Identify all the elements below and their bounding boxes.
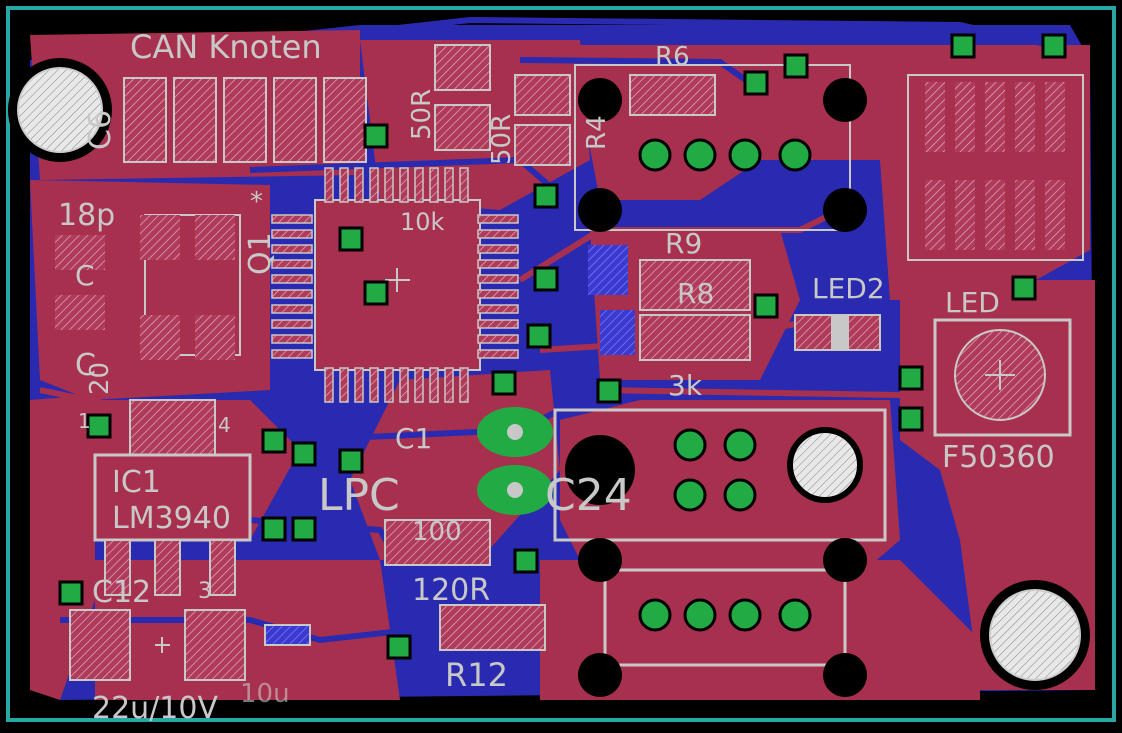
label-r50b: 50R: [487, 114, 517, 165]
label-c1: C1: [395, 422, 432, 455]
bottom-header-connector: [578, 538, 867, 697]
label-ic1: IC1: [112, 465, 161, 500]
label-120r: 120R: [412, 573, 490, 608]
label-lm3940: LM3940: [112, 501, 231, 536]
label-10u: 10u: [240, 679, 290, 709]
label-led: LED: [945, 286, 1000, 319]
smd-cap-row: [123, 77, 367, 163]
label-r8: R8: [677, 277, 714, 310]
resistor-r8-r9: [588, 245, 751, 361]
right-top-connector: [907, 74, 1084, 261]
label-c24: C24: [545, 470, 632, 521]
label-22u: 22u/10V: [92, 691, 218, 726]
label-3: 3: [198, 579, 212, 604]
mounting-hole-bottom-right: [980, 580, 1090, 690]
resistors-bottom: [384, 519, 546, 651]
led-round: [933, 318, 1072, 437]
label-100: 100: [412, 517, 462, 547]
th-pads: [638, 138, 812, 632]
board-title: CAN Knoten: [130, 28, 322, 66]
crystal-q1: [55, 214, 241, 360]
label-c-left-b: C: [75, 348, 96, 383]
label-c20: 20: [85, 362, 115, 395]
label-lpc: LPC: [318, 470, 400, 521]
top-header-connector: [574, 64, 867, 232]
led2: [794, 314, 881, 351]
label-3k: 3k: [668, 369, 703, 402]
silkscreen-labels: CAN Knoten C6 18p C C 20 Q1 * 50R 50R R6…: [58, 28, 1055, 726]
label-led2: LED2: [812, 272, 885, 305]
label-r4: R4: [582, 115, 612, 150]
label-r6: R6: [655, 42, 690, 72]
capacitor-c12: [69, 609, 311, 681]
label-q1: Q1: [243, 232, 278, 275]
label-r10k: 10k: [400, 208, 445, 236]
label-r12: R12: [445, 656, 508, 694]
vias: [58, 33, 1067, 660]
regulator-ic1: [93, 399, 252, 596]
label-c-left-a: C: [75, 259, 95, 292]
label-n4: 4: [218, 413, 231, 437]
label-n1: 1: [78, 409, 91, 433]
label-c12: C12: [92, 575, 151, 610]
mounting-hole-top-left: [8, 58, 112, 162]
board-outline: [6, 6, 1116, 722]
label-18p: 18p: [58, 198, 115, 233]
jack-connector-c24: [477, 407, 887, 542]
label-f50360: F50360: [942, 440, 1055, 475]
label-star: *: [250, 187, 263, 217]
label-r9: R9: [665, 227, 702, 260]
lpc-microcontroller: [271, 167, 519, 403]
label-r50a: 50R: [407, 89, 437, 140]
label-c6: C6: [83, 110, 118, 150]
resistors-top: [434, 44, 716, 166]
